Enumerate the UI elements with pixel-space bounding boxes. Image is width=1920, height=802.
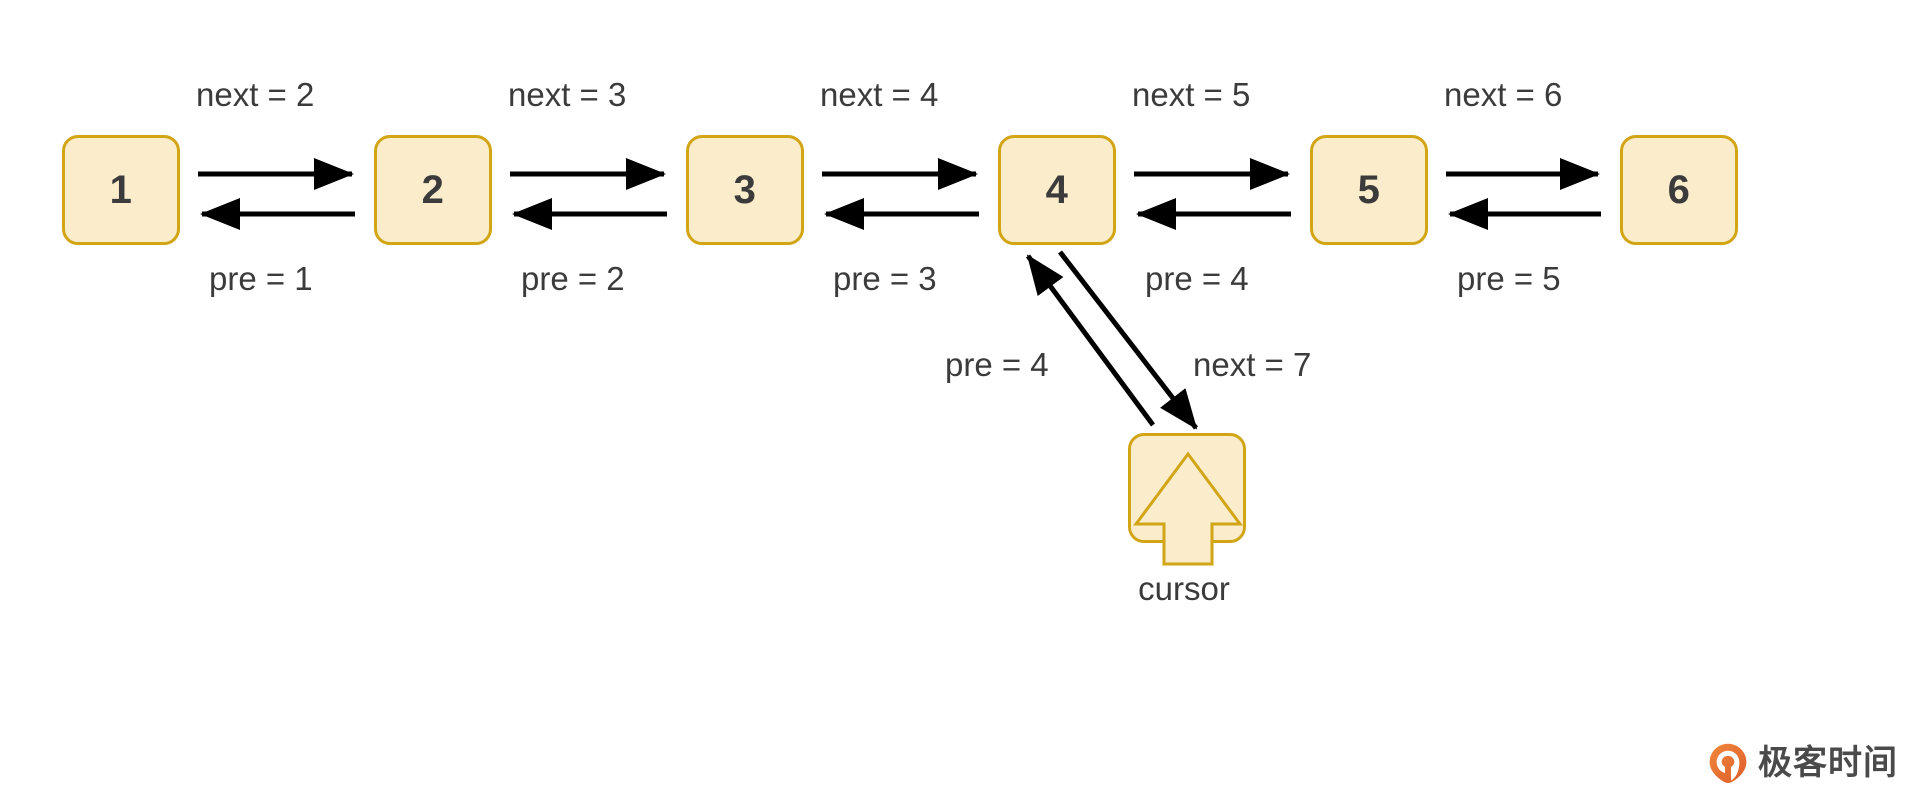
list-node[interactable]: 3 [686, 135, 804, 245]
edge-label-next-diagonal: next = 7 [1193, 346, 1312, 383]
edge-label-pre-diagonal: pre = 4 [945, 346, 1049, 383]
list-node[interactable]: 5 [1310, 135, 1428, 245]
node-value: 5 [1357, 168, 1381, 212]
node-value: 4 [1045, 168, 1069, 212]
node-value: 2 [421, 168, 445, 212]
node-value: 3 [733, 168, 757, 212]
edge-label-next: next = 5 [1132, 76, 1251, 113]
geektime-wordmark: 极客时间 [1758, 743, 1898, 783]
edge-label-pre: pre = 1 [209, 260, 313, 297]
edge-label-pre: pre = 4 [1145, 260, 1249, 297]
diagonal-pre-arrow [1025, 254, 1156, 427]
node-value: 1 [109, 168, 133, 212]
edge-label-next: next = 4 [820, 76, 939, 113]
list-node[interactable]: 2 [374, 135, 492, 245]
edge-label-next: next = 2 [196, 76, 315, 113]
geektime-logo: 极客时间 [1707, 742, 1898, 784]
edge-label-next: next = 6 [1444, 76, 1563, 113]
list-node[interactable]: 1 [62, 135, 180, 245]
edge-label-next: next = 3 [508, 76, 627, 113]
list-node[interactable]: 6 [1620, 135, 1738, 245]
node-value: 6 [1667, 168, 1691, 212]
geektime-pin-icon [1709, 743, 1747, 783]
list-node[interactable]: 4 [998, 135, 1116, 245]
edge-label-pre: pre = 5 [1457, 260, 1561, 297]
edge-label-pre: pre = 2 [521, 260, 625, 297]
edge-label-pre: pre = 3 [833, 260, 937, 297]
cursor-label: cursor [1138, 570, 1230, 607]
cursor-arrow-icon [1133, 451, 1243, 566]
